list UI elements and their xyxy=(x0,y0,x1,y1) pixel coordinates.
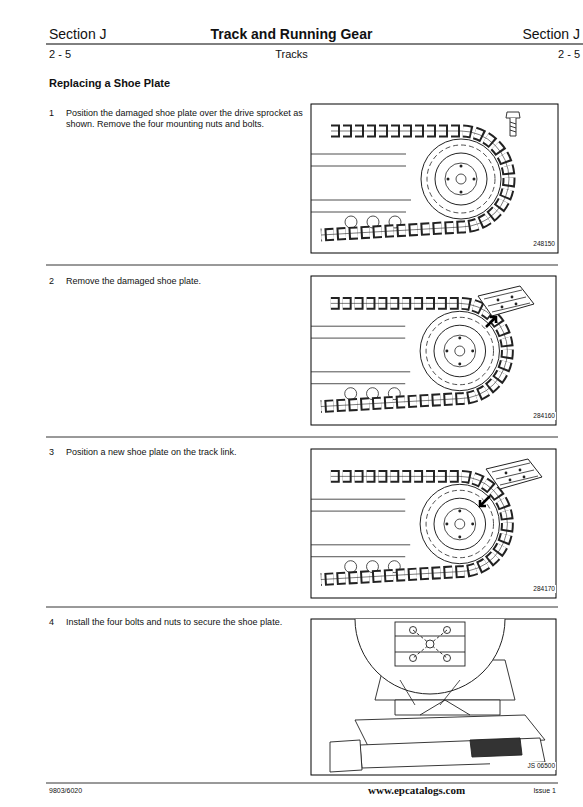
step-number: 1 xyxy=(49,108,63,119)
step-text: Position a new shoe plate on the track l… xyxy=(66,447,304,458)
figure-number: 284170 xyxy=(500,585,556,593)
issue-label: Issue 1 xyxy=(490,787,556,796)
figure-frame xyxy=(311,449,556,598)
section-label: Section J xyxy=(49,26,169,44)
chapter-title: Track and Running Gear xyxy=(150,26,433,44)
step-number: 3 xyxy=(49,447,63,458)
page-heading: Replacing a Shoe Plate xyxy=(49,77,299,91)
topic-label: Tracks xyxy=(200,48,383,62)
section-label: Section J xyxy=(440,26,580,44)
step-text: Remove the damaged shoe plate. xyxy=(66,276,304,287)
page-number: 2 - 5 xyxy=(49,48,129,62)
step-text: Install the four bolts and nuts to secur… xyxy=(66,617,304,628)
figure-number: JS 06500 xyxy=(490,762,556,770)
step-number: 4 xyxy=(49,617,63,628)
header-rule xyxy=(46,44,583,45)
figure-number: 248150 xyxy=(500,240,556,248)
figure-number: 284160 xyxy=(500,412,556,420)
figure-frame xyxy=(311,104,558,253)
figure-frame xyxy=(311,276,556,425)
step-separators xyxy=(46,265,558,783)
figure-frame xyxy=(311,619,556,775)
watermark: www.epcatalogs.com xyxy=(368,784,465,798)
step-number: 2 xyxy=(49,276,63,287)
document-number: 9803/6020 xyxy=(49,787,149,796)
page-number: 2 - 5 xyxy=(480,48,580,62)
step-text: Position the damaged shoe plate over the… xyxy=(66,108,304,131)
